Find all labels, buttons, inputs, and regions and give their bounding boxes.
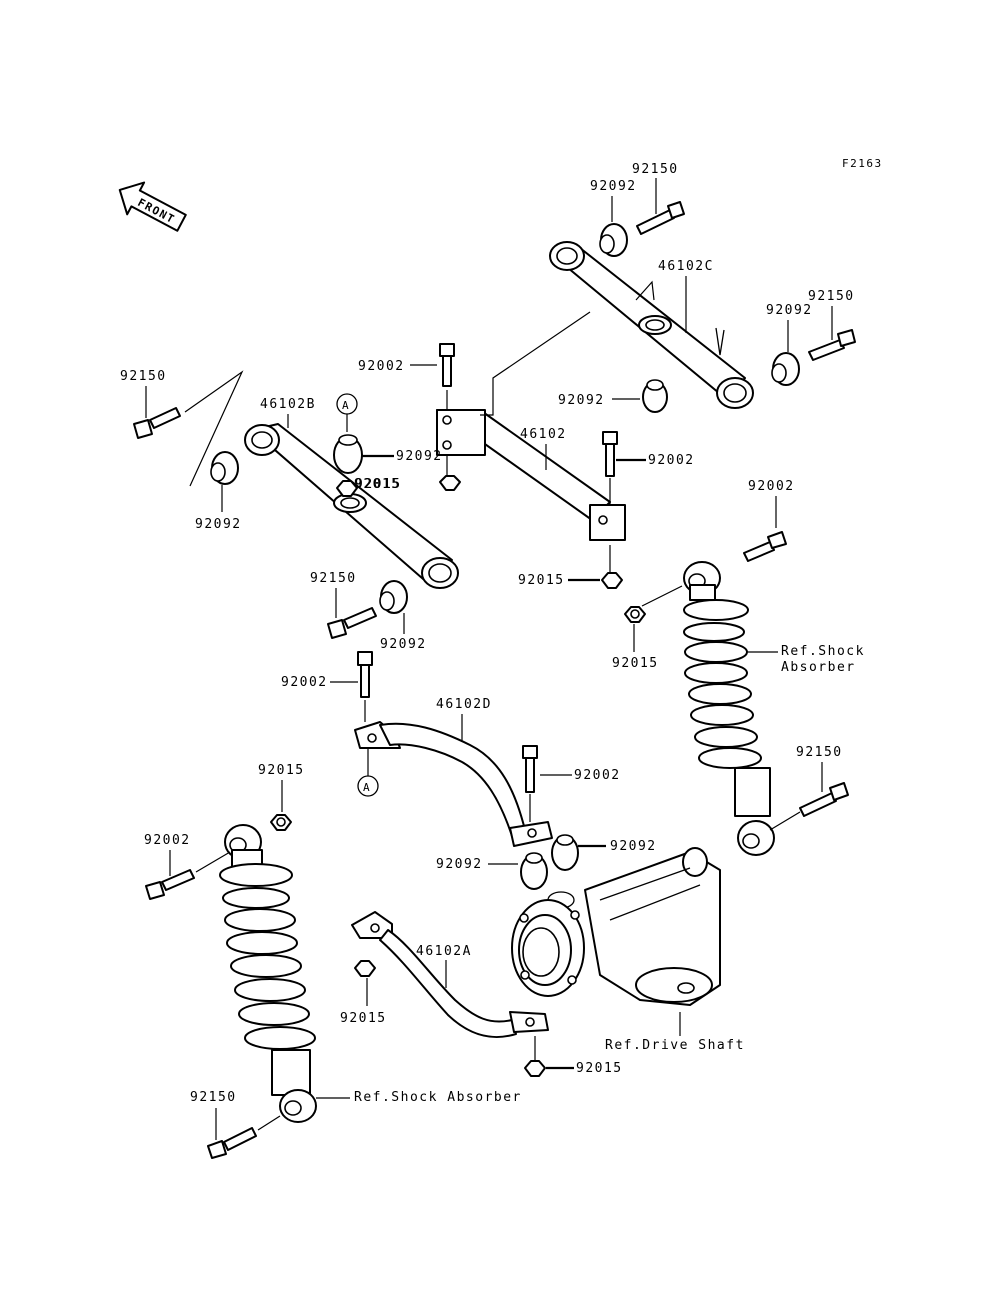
bushing-92092-top [599,223,628,257]
label-92015-left-shock: 92015 [258,763,305,778]
bushing-92092-center-upper [642,379,668,413]
drive-shaft-housing [511,847,721,1006]
nut-92015-left-center [336,480,358,497]
label-46102c: 46102C [658,259,714,274]
marker-a-lower: A [357,775,379,797]
marker-a-lower-text: A [363,781,371,794]
bolt-92150-lower-left [327,607,377,639]
label-46102d: 46102D [436,697,492,712]
front-direction-arrow-icon: FRONT [118,181,187,232]
label-92002-left-shock: 92002 [144,833,191,848]
nut-92015-lower-left [354,960,376,977]
shock-absorber-left [219,824,317,1123]
nut-92015-left-shock [270,814,292,831]
label-ref-shock-left: Ref.Shock Absorber [354,1090,522,1105]
nut-92015-right-shock [624,606,646,623]
label-92092-lower-right: 92092 [610,839,657,854]
label-92015-center: 92015 [355,477,402,492]
bolt-92002-left [357,651,373,698]
bracket-46102d [354,721,553,847]
label-92092-center-left: 92092 [396,449,443,464]
label-92015-lower-left: 92015 [340,1011,387,1026]
bushing-92092-left [210,451,239,485]
bushing-92092-right-upper [771,352,800,386]
marker-a-upper-text: A [342,399,350,412]
bushing-92092-lower-center [520,852,548,890]
bolt-92002-upper-center [439,343,455,387]
figure-code: F2163 [842,157,883,170]
label-92092-left: 92092 [195,517,242,532]
bolt-92150-right-upper [808,329,856,361]
label-92092-lower-center: 92092 [436,857,483,872]
label-92015-bottom: 92015 [576,1061,623,1076]
label-92150-left-shock: 92150 [190,1090,237,1105]
label-ref-drive-shaft: Ref.Drive Shaft [605,1038,745,1053]
bolt-92150-left-shock [207,1127,257,1159]
bushing-92092-lower-right [551,834,579,871]
label-ref-shock-right-2: Absorber [781,660,856,675]
arm-46102b [244,423,459,589]
bolt-92002-right-center [602,431,618,477]
label-ref-shock-right-1: Ref.Shock [781,644,865,659]
label-92002-center: 92002 [574,768,621,783]
label-92092-lower-left: 92092 [380,637,427,652]
label-92092-top: 92092 [590,179,637,194]
bolt-92002-left-shock [145,869,195,900]
label-92015-right-shock: 92015 [612,656,659,671]
marker-a-upper: A [336,393,358,415]
bolt-92002-right-shock [743,531,787,562]
label-92002-left: 92002 [281,675,328,690]
nut-92015-bottom [524,1060,546,1077]
bolt-92150-right-shock [799,782,849,817]
label-46102a: 46102A [416,944,472,959]
label-92015-right-center: 92015 [518,573,565,588]
label-92150-top: 92150 [632,162,679,177]
label-92092-right-upper: 92092 [766,303,813,318]
label-92092-center-upper: 92092 [558,393,605,408]
label-92150-lower-left: 92150 [310,571,357,586]
label-46102b: 46102B [260,397,316,412]
label-92150-right-shock: 92150 [796,745,843,760]
nut-92015-center [439,475,461,491]
label-92150-right-upper: 92150 [808,289,855,304]
label-92150-left: 92150 [120,369,167,384]
label-92002-upper-center: 92002 [358,359,405,374]
bolt-92150-left [133,407,181,439]
label-92015-left-center: 92015 [354,477,401,492]
arm-46102 [436,409,626,541]
label-92002-right-center: 92002 [648,453,695,468]
nut-92015-right-center [601,572,623,589]
label-92002-right-shock: 92002 [748,479,795,494]
bushing-92092-lower-left [379,580,408,614]
bolt-92150-top [636,201,685,235]
bolt-92002-center [522,745,538,793]
shock-absorber-right [683,561,775,856]
label-46102: 46102 [520,427,567,442]
bracket-46102a [351,911,549,1039]
bushing-92092-center-left [333,434,363,474]
arm-46102c [549,241,754,409]
